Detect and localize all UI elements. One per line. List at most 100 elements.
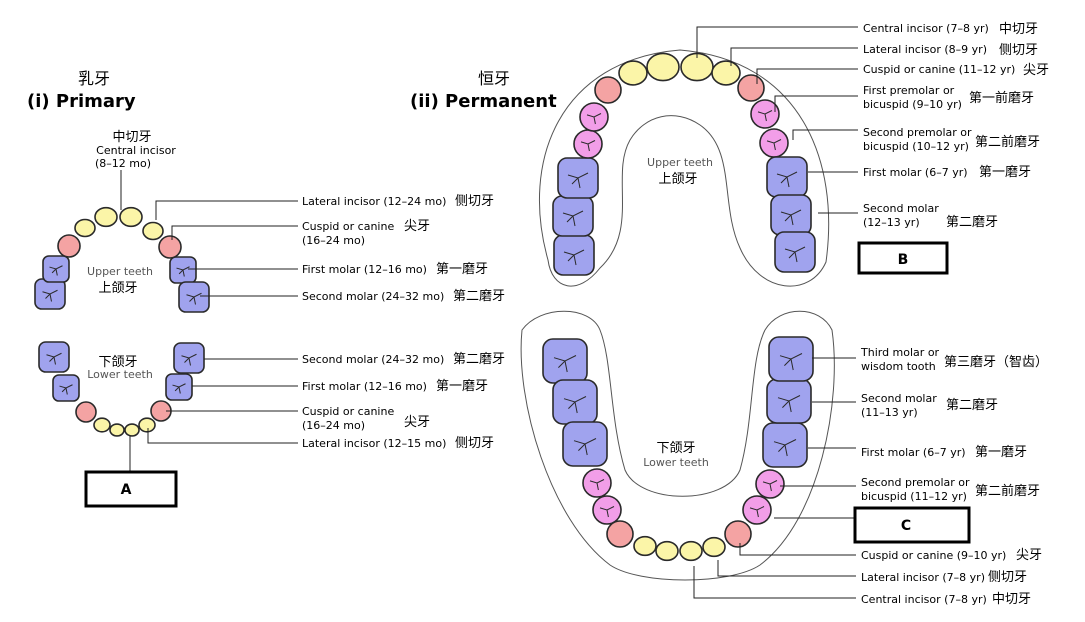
label-primary-first-molar-zh: 第一磨牙 <box>436 262 488 277</box>
label-perm-second-premolar-age: bicuspid (10–12 yr) <box>863 140 969 153</box>
label-perm-lower-lateral-zh: 侧切牙 <box>988 570 1027 585</box>
molar-tooth <box>178 281 210 313</box>
permanent-lower-teeth <box>542 336 814 562</box>
primary-lower-teeth <box>38 341 205 437</box>
label-perm-second-molar-age: (12–13 yr) <box>863 216 920 229</box>
premolar-tooth <box>582 468 612 498</box>
leader-primary-lower-lateral <box>147 428 298 444</box>
incisor-tooth <box>702 536 726 558</box>
label-primary-lateral-zh: 侧切牙 <box>455 194 494 209</box>
primary-upper-label-zh: 上颌牙 <box>98 281 137 296</box>
leader-primary-canine <box>171 225 298 240</box>
molar-tooth <box>562 421 608 467</box>
primary-upper-labels: Lateral incisor (12–24 mo) 侧切牙 Cuspid or… <box>155 194 505 304</box>
label-primary-lower-canine-age: (16–24 mo) <box>302 419 365 432</box>
label-primary-canine-age: (16–24 mo) <box>302 234 365 247</box>
permanent-title-en: (ii) Permanent <box>410 91 557 112</box>
incisor-tooth <box>646 52 680 82</box>
label-perm-lower-second-premolar-age: bicuspid (11–12 yr) <box>861 490 967 503</box>
molar-tooth <box>552 195 594 237</box>
canine-tooth <box>737 74 765 102</box>
label-perm-lower-second-molar-zh: 第二磨牙 <box>946 398 998 413</box>
molar-tooth <box>169 256 197 284</box>
label-perm-lower-central-en: Central incisor (7–8 yr) <box>861 593 987 606</box>
leader-perm-first-premolar <box>774 95 858 112</box>
leader-primary-lateral <box>155 200 298 220</box>
incisor-tooth <box>74 218 96 238</box>
label-perm-first-premolar-en: First premolar or <box>863 84 955 97</box>
box-a-label: A <box>121 482 132 498</box>
leader-perm-central <box>696 26 858 58</box>
permanent-upper-label-en: Upper teeth <box>647 156 713 169</box>
lower-gum-outline <box>520 310 835 581</box>
box-c-label: C <box>901 518 911 534</box>
canine-tooth <box>57 234 81 258</box>
incisor-tooth <box>711 60 741 86</box>
label-perm-second-molar-zh: 第二磨牙 <box>946 215 998 230</box>
molar-tooth <box>42 255 70 283</box>
label-primary-canine-en: Cuspid or canine <box>302 220 394 233</box>
molar-tooth <box>762 422 808 468</box>
label-primary-lower-lateral-zh: 侧切牙 <box>455 436 494 451</box>
permanent-lower-label-zh: 下颌牙 <box>656 441 695 456</box>
molar-tooth <box>774 231 816 273</box>
incisor-tooth <box>94 206 118 228</box>
leader-perm-lower-lateral <box>717 560 856 577</box>
incisor-tooth <box>655 540 679 562</box>
label-primary-second-molar-zh: 第二磨牙 <box>453 289 505 304</box>
label-perm-canine-zh: 尖牙 <box>1023 63 1049 78</box>
label-perm-first-molar-en: First molar (6–7 yr) <box>863 166 968 179</box>
label-primary-lower-lateral-en: Lateral incisor (12–15 mo) <box>302 437 446 450</box>
label-primary-lower-second-molar-en: Second molar (24–32 mo) <box>302 353 444 366</box>
incisor-tooth <box>109 423 125 437</box>
incisor-tooth <box>93 417 111 433</box>
label-perm-central-en: Central incisor (7–8 yr) <box>863 22 989 35</box>
canine-tooth <box>594 76 622 104</box>
incisor-tooth <box>124 423 140 437</box>
label-perm-lower-second-premolar-zh: 第二前磨牙 <box>975 483 1040 499</box>
label-perm-lower-lateral-en: Lateral incisor (7–8 yr) <box>861 571 985 584</box>
molar-tooth <box>552 379 598 425</box>
primary-title-zh: 乳牙 <box>78 69 110 88</box>
canine-tooth <box>606 520 634 548</box>
box-b <box>857 241 949 275</box>
primary-lower-label-zh: 下颌牙 <box>98 355 137 370</box>
premolar-tooth <box>759 128 789 158</box>
molar-tooth <box>768 336 814 382</box>
canine-tooth <box>724 520 752 548</box>
primary-central-en: Central incisor <box>96 144 176 157</box>
primary-central-age: (8–12 mo) <box>95 157 151 170</box>
permanent-title-zh: 恒牙 <box>478 69 510 88</box>
label-primary-lower-first-molar-en: First molar (12–16 mo) <box>302 380 427 393</box>
label-primary-lower-first-molar-zh: 第一磨牙 <box>436 379 488 394</box>
molar-tooth <box>165 373 193 401</box>
incisor-tooth <box>138 417 156 433</box>
molar-tooth <box>557 157 599 199</box>
label-perm-lower-second-molar-en: Second molar <box>861 392 937 405</box>
incisor-tooth <box>119 206 143 228</box>
primary-title-en: (i) Primary <box>27 91 136 112</box>
canine-tooth <box>158 235 182 259</box>
label-perm-lower-canine-zh: 尖牙 <box>1016 548 1042 563</box>
label-perm-lower-first-molar-en: First molar (6–7 yr) <box>861 446 966 459</box>
premolar-tooth <box>755 469 785 499</box>
leader-perm-lower-central <box>693 566 856 599</box>
primary-upper-teeth <box>34 206 210 313</box>
molar-tooth <box>766 156 808 198</box>
primary-upper-label-en: Upper teeth <box>87 265 153 278</box>
permanent-lower-label-en: Lower teeth <box>643 456 709 469</box>
incisor-tooth <box>618 60 648 86</box>
molar-tooth <box>553 234 595 276</box>
label-perm-lower-second-molar-age: (11–13 yr) <box>861 406 918 419</box>
box-a <box>84 470 178 508</box>
canine-tooth <box>75 401 97 423</box>
leader-perm-lower-canine <box>739 543 856 556</box>
box-c <box>853 506 971 544</box>
premolar-tooth <box>573 129 603 159</box>
permanent-lower-labels: Third molar or wisdom tooth 第三磨牙（智齿） Sec… <box>693 346 1048 607</box>
leader-perm-lateral <box>730 47 858 66</box>
premolar-tooth <box>742 495 772 525</box>
label-perm-first-premolar-age: bicuspid (9–10 yr) <box>863 98 962 111</box>
label-perm-central-zh: 中切牙 <box>999 22 1038 37</box>
